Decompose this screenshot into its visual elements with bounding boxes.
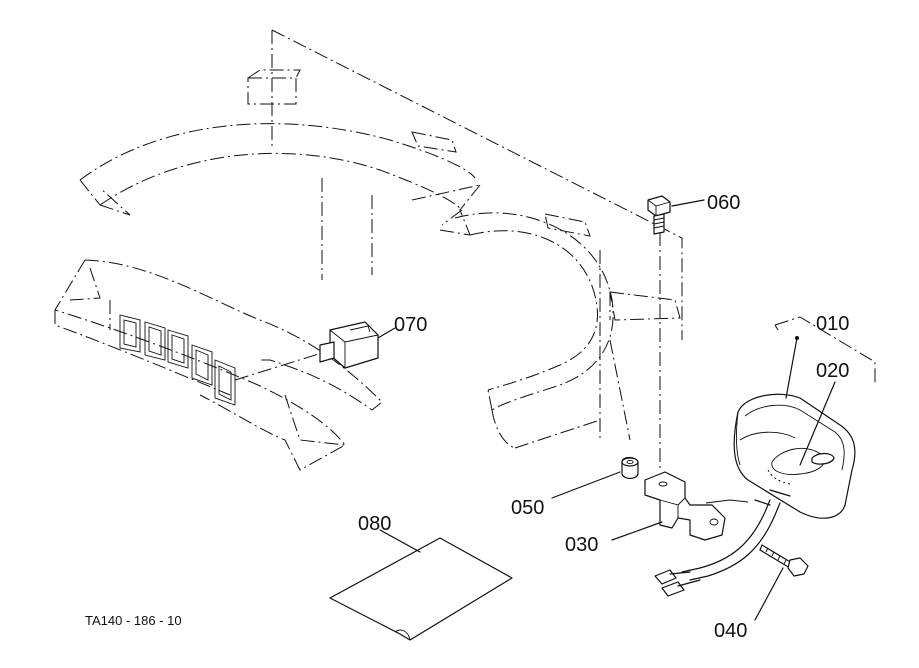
label-040: 040: [714, 620, 747, 642]
wire-harness: [654, 489, 791, 597]
drawing-code: TA140 - 186 - 10: [85, 613, 182, 628]
label-050: 050: [511, 497, 544, 519]
nut-part-050: [551, 456, 639, 499]
label-080: 080: [358, 513, 391, 535]
work-lamp-part-010: [733, 316, 876, 519]
bolt-part-060: [647, 195, 705, 235]
label-030: 030: [565, 534, 598, 556]
label-010: 010: [816, 313, 849, 335]
label-070: 070: [394, 314, 427, 336]
fender-frame: [79, 29, 683, 470]
bracket-part-030: [611, 471, 749, 541]
switch-part-070: [319, 321, 396, 369]
label-060: 060: [707, 192, 740, 214]
bolt-part-040: [754, 544, 809, 621]
decal-sheet-part-080: [329, 529, 513, 641]
label-020: 020: [816, 360, 849, 382]
grille-panel: [54, 259, 383, 471]
